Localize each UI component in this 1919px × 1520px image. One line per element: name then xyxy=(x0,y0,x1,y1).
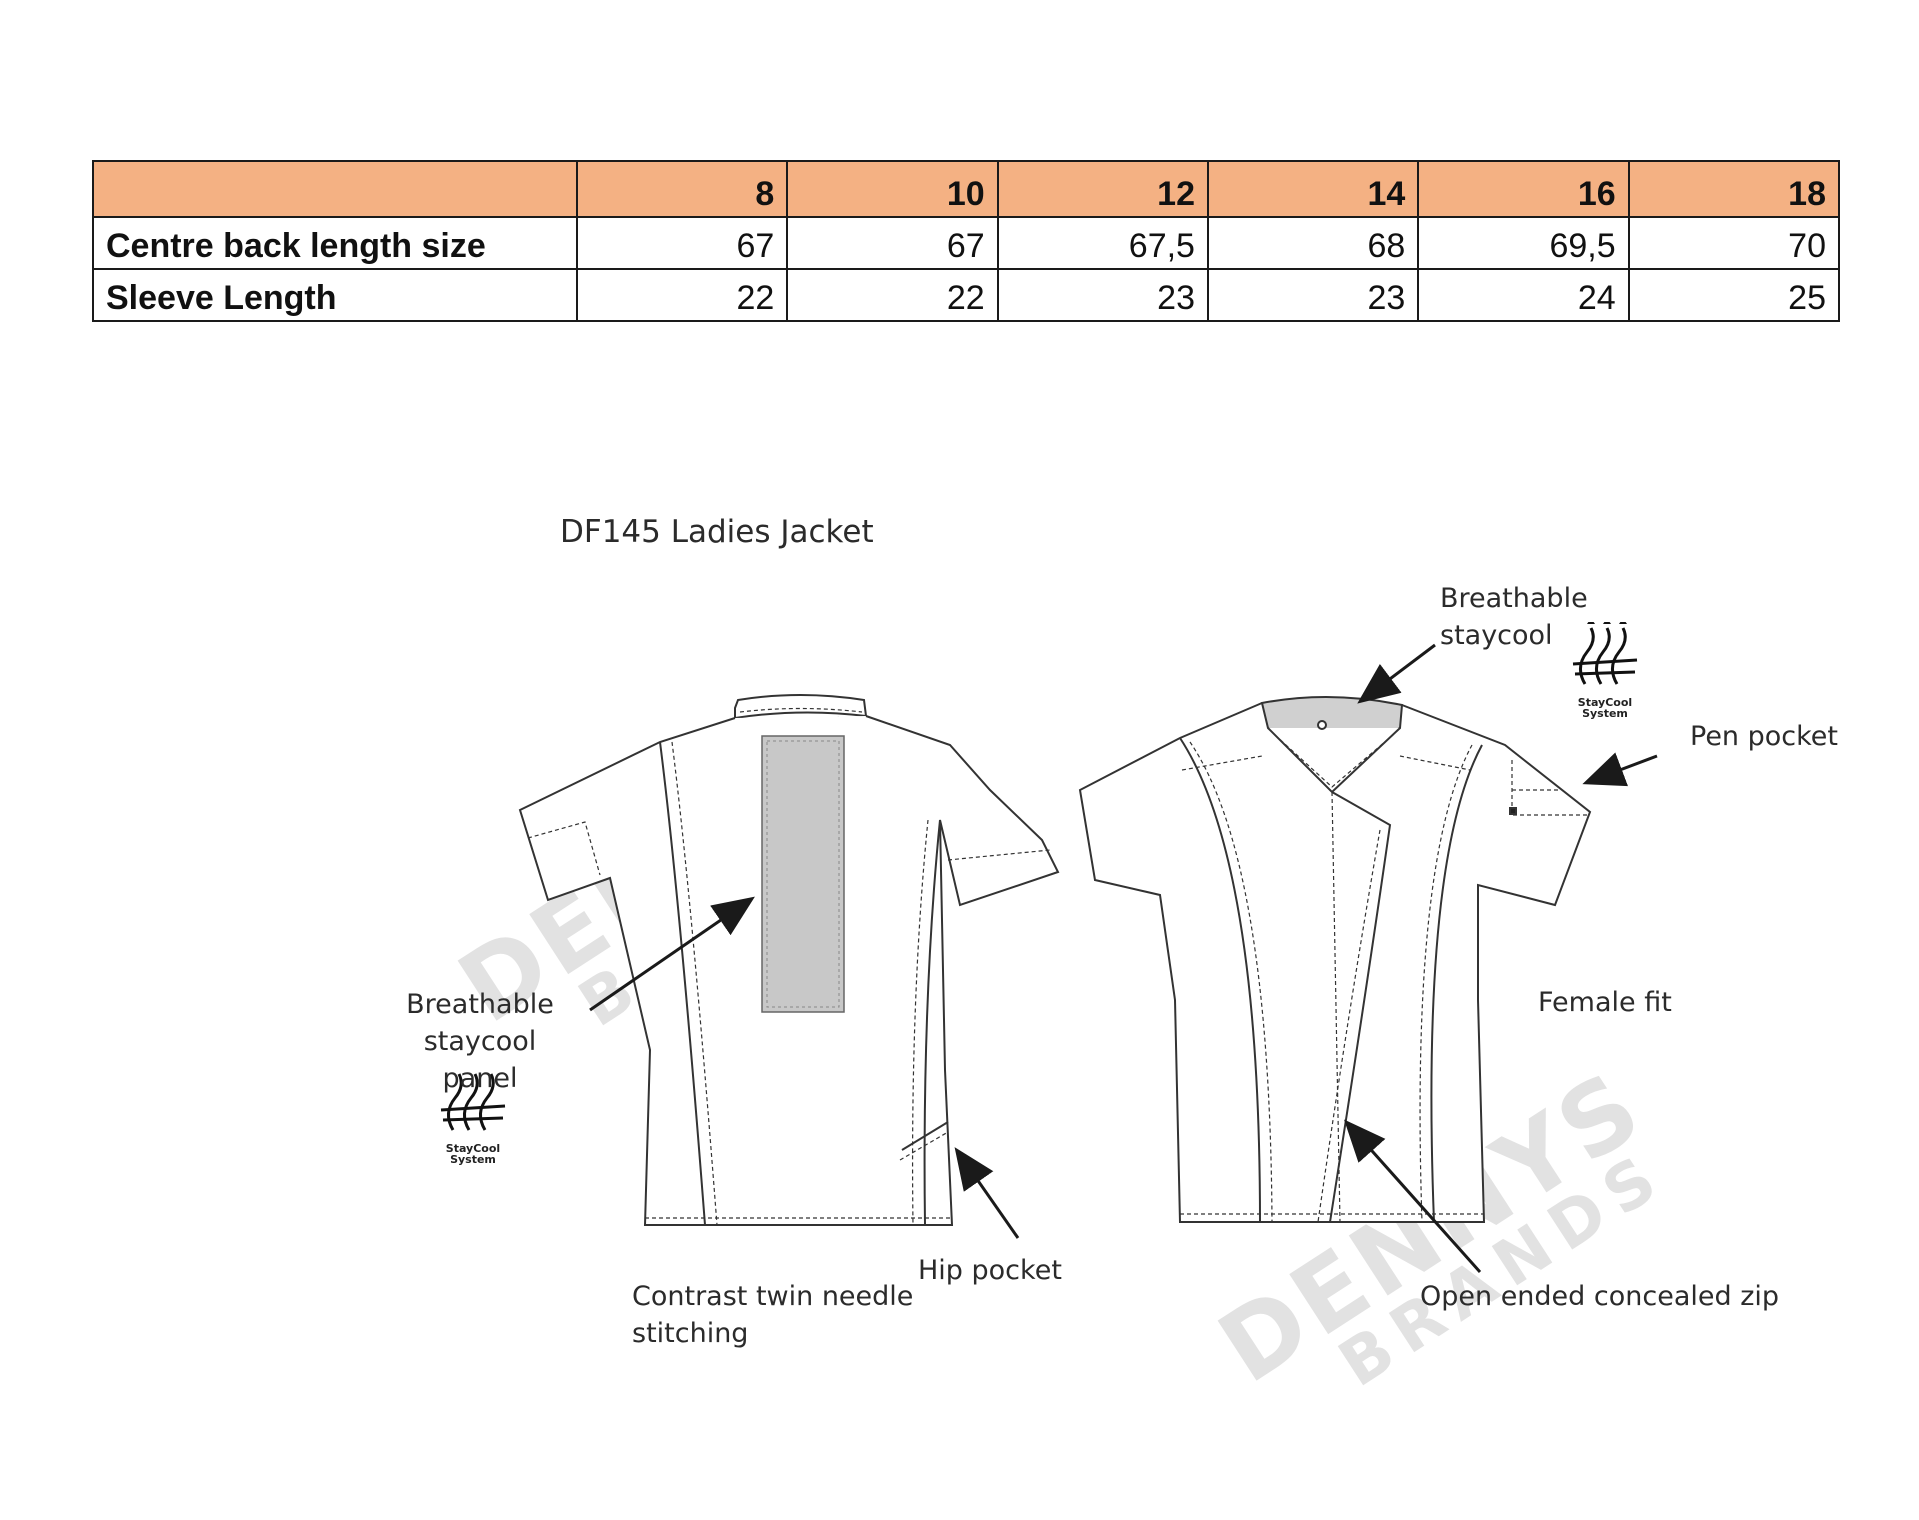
watermark: DENNYS BRANDS xyxy=(1200,1050,1692,1451)
staycool-icon xyxy=(440,1073,506,1131)
staycool-logo: StayCool System xyxy=(1562,618,1648,720)
arrow-hip-pocket xyxy=(954,1147,1020,1239)
table-cell: 67,5 xyxy=(996,216,1209,270)
label-staycool-panel: Breathable staycool panel xyxy=(406,989,554,1094)
staycool-icon xyxy=(1572,618,1638,685)
label-concealed-zip: Open ended concealed zip xyxy=(1420,1281,1780,1312)
header-cell-size: 10 xyxy=(786,160,999,218)
table-cell: 24 xyxy=(1417,268,1630,322)
label-female-fit: Female fit xyxy=(1538,987,1672,1018)
staycool-caption: StayCool System xyxy=(445,1142,501,1166)
table-cell: 67 xyxy=(575,216,789,270)
row-label: Centre back length size xyxy=(92,216,578,270)
header-cell-size: 16 xyxy=(1417,160,1630,218)
label-breathable-staycool: Breathable staycool xyxy=(1440,583,1588,651)
size-table: 8 10 12 14 16 18 Centre back length size… xyxy=(92,160,1841,322)
table-row: Sleeve Length 22 22 23 23 24 25 xyxy=(92,268,1841,322)
label-hip-pocket: Hip pocket xyxy=(918,1255,1062,1286)
table-cell: 25 xyxy=(1627,268,1841,322)
header-cell-size: 8 xyxy=(575,160,789,218)
arrow-breathable-staycool xyxy=(1357,643,1436,704)
table-cell: 68 xyxy=(1206,216,1420,270)
table-cell: 22 xyxy=(575,268,789,322)
header-cell-size: 12 xyxy=(996,160,1209,218)
arrow-pen-pocket xyxy=(1582,752,1658,787)
diagram-title: DF145 Ladies Jacket xyxy=(560,514,874,550)
table-cell: 23 xyxy=(996,268,1209,322)
table-cell: 22 xyxy=(786,268,999,322)
size-header-row: 8 10 12 14 16 18 xyxy=(92,160,1841,218)
staycool-logo: StayCool System xyxy=(430,1068,516,1165)
table-cell: 23 xyxy=(1206,268,1420,322)
table-cell: 70 xyxy=(1627,216,1841,270)
header-cell-size: 18 xyxy=(1627,160,1841,218)
table-row: Centre back length size 67 67 67,5 68 69… xyxy=(92,216,1841,270)
row-label: Sleeve Length xyxy=(92,268,578,322)
staycool-caption: StayCool System xyxy=(1577,696,1633,720)
table-cell: 67 xyxy=(786,216,999,270)
label-pen-pocket: Pen pocket xyxy=(1690,721,1838,752)
header-cell-size: 14 xyxy=(1206,160,1420,218)
table-cell: 69,5 xyxy=(1417,216,1630,270)
label-twin-needle: Contrast twin needle stitching xyxy=(632,1281,914,1349)
header-cell-empty xyxy=(92,160,578,218)
